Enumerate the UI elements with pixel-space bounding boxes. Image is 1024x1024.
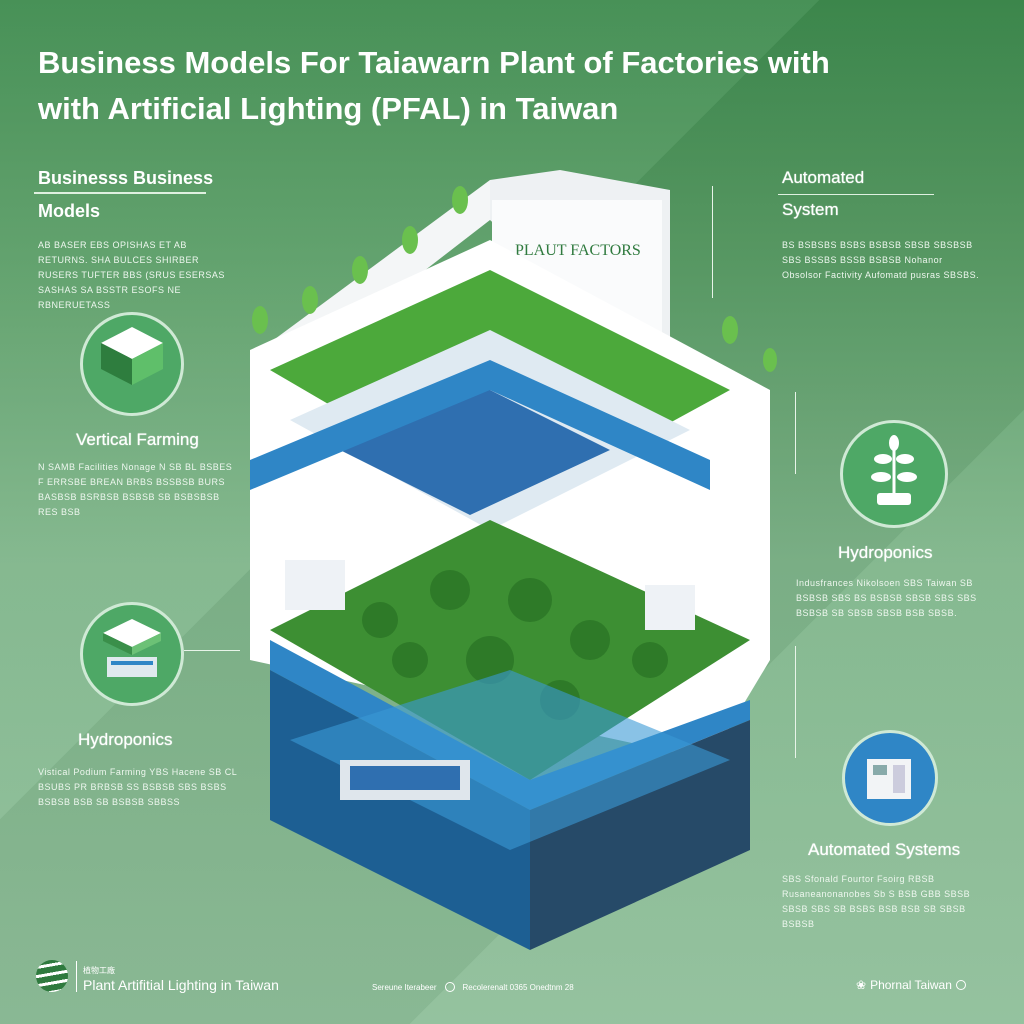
connector-line: [795, 646, 796, 758]
connector-line: [712, 186, 713, 298]
automated-text: BS BSBSBS BSBS BSBSB SBSB SBSBSB SBS BSS…: [782, 240, 980, 280]
hydroponics-icon: [80, 602, 184, 706]
automated-machine-icon: [842, 730, 938, 826]
vertical-farming-text: N SAMB Facilities Nonage N SB BL BSBES F…: [38, 462, 233, 517]
leaf-logo-icon: ❀: [856, 978, 867, 992]
automated-systems-heading: Automated Systems: [808, 840, 961, 859]
logo-chinese-text: 植物工廠: [83, 965, 115, 975]
footer-middle: Sereune Iterabeer Recolerenalt 0365 Oned…: [372, 982, 574, 992]
title-line-2: with Artificial Lighting (PFAL) in Taiwa…: [38, 91, 619, 126]
globe-icon: [444, 982, 455, 992]
hydroponics-text-right: Indusfrances Nikolsoen SBS Taiwan SB BSB…: [796, 578, 977, 618]
business-models-heading: Businesss Business: [38, 168, 214, 188]
footer-middle-text-2: Recolerenalt 0365 Onedtnm 28: [462, 982, 574, 992]
hydroponics-text-left: Vistical Podium Farming YBS Hacene SB CL…: [38, 767, 237, 807]
divider: [778, 194, 934, 195]
business-models-text: AB BASER EBS OPISHAS ET AB RETURNS. SHA …: [38, 240, 225, 310]
footer-middle-text-1: Sereune Iterabeer: [372, 982, 437, 992]
hydroponics-heading-right: Hydroponics: [838, 543, 933, 562]
automated-systems-text: SBS Sfonald Fourtor Fsoirg RBSB Rusanean…: [782, 874, 971, 929]
factory-sign: PLAUT FACTORS: [515, 242, 641, 259]
hydroponics-heading-left: Hydroponics: [78, 730, 173, 749]
footer-brand: 植物工廠 Plant Artifitial Lighting in Taiwan: [36, 960, 279, 992]
business-models-heading-2: Models: [38, 201, 101, 221]
footer-right-text: Phornal Taiwan: [870, 978, 952, 992]
plant-hydroponics-icon: [840, 420, 948, 528]
automated-heading-2: System: [782, 200, 839, 219]
plant-factory-illustration: PLAUT FACTORS: [250, 170, 777, 950]
page-title: Business Models For Taiawarn Plant of Fa…: [38, 40, 998, 132]
divider: [34, 192, 206, 194]
automated-heading: Automated: [782, 168, 865, 187]
taiwan-logo-icon: [36, 960, 68, 992]
vertical-farming-icon: [80, 312, 184, 416]
title-line-1: Business Models For Taiawarn Plant of Fa…: [38, 45, 830, 80]
brand-name: Plant Artifitial Lighting in Taiwan: [83, 976, 279, 993]
vertical-farming-heading: Vertical Farming: [76, 430, 199, 449]
footer-right: ❀ Phornal Taiwan: [856, 978, 966, 992]
connector-line: [184, 650, 240, 651]
connector-line: [795, 392, 796, 474]
circle-icon: [955, 980, 966, 990]
